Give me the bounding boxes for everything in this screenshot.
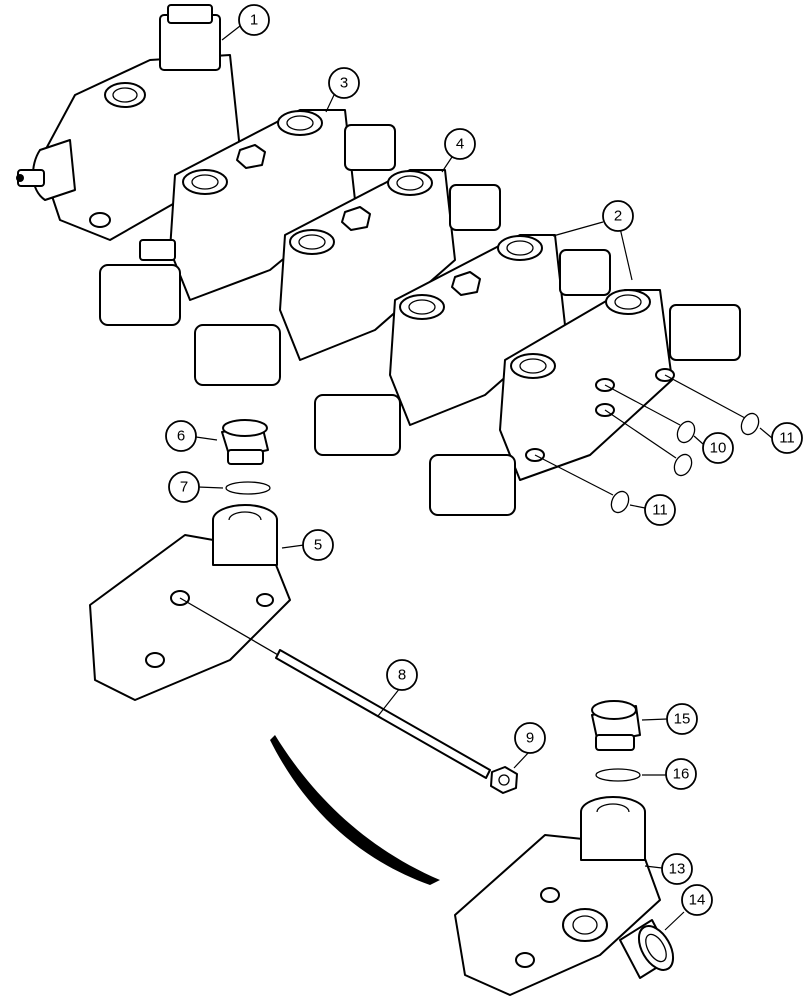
callout-6: 6: [165, 420, 197, 452]
callout-3: 3: [328, 67, 360, 99]
plug-15: [591, 700, 641, 751]
svg-text:5: 5: [314, 537, 322, 554]
callout-leaders: [195, 25, 773, 931]
callout-16: 16: [665, 758, 697, 790]
callout-9: 9: [514, 722, 546, 754]
tie-rod-8: [179, 597, 491, 779]
callout-5: 5: [302, 529, 334, 561]
svg-text:1: 1: [250, 12, 258, 29]
svg-text:8: 8: [398, 667, 406, 684]
svg-text:11: 11: [779, 430, 795, 447]
callout-7: 7: [168, 471, 200, 503]
o-ring-7: [225, 481, 271, 495]
callout-1: 1: [238, 4, 270, 36]
callout-13: 13: [661, 853, 693, 885]
svg-text:14: 14: [689, 892, 706, 909]
end-cover-5: [89, 504, 291, 701]
svg-text:9: 9: [526, 730, 534, 747]
o-rings-right: [534, 374, 760, 514]
svg-text:2: 2: [614, 208, 622, 225]
o-ring-16: [595, 768, 641, 782]
callout-15: 15: [666, 703, 698, 735]
control-section-2a: [314, 234, 611, 456]
callout-11-upper: 11: [771, 422, 803, 454]
callout-10: 10: [702, 432, 734, 464]
nut-9: [490, 766, 518, 794]
svg-text:4: 4: [456, 136, 464, 153]
inlet-section: [16, 4, 241, 241]
control-section-4: [194, 169, 501, 386]
svg-text:13: 13: [669, 861, 686, 878]
svg-text:16: 16: [673, 766, 690, 783]
plug-14: [619, 919, 675, 979]
svg-text:6: 6: [177, 428, 185, 445]
callout-8: 8: [386, 659, 418, 691]
svg-text:10: 10: [710, 440, 727, 457]
callout-2: 2: [602, 200, 634, 232]
svg-text:15: 15: [674, 711, 691, 728]
control-section-2b: [429, 289, 741, 516]
control-section-3: [99, 109, 396, 326]
plug-6: [221, 419, 269, 465]
callout-14: 14: [681, 884, 713, 916]
svg-text:7: 7: [180, 479, 188, 496]
motion-arrow: [270, 735, 440, 885]
end-cover-13: [454, 796, 661, 996]
svg-text:3: 3: [340, 75, 348, 92]
callout-11-lower: 11: [644, 494, 676, 526]
svg-text:11: 11: [652, 502, 668, 519]
callout-4: 4: [444, 128, 476, 160]
